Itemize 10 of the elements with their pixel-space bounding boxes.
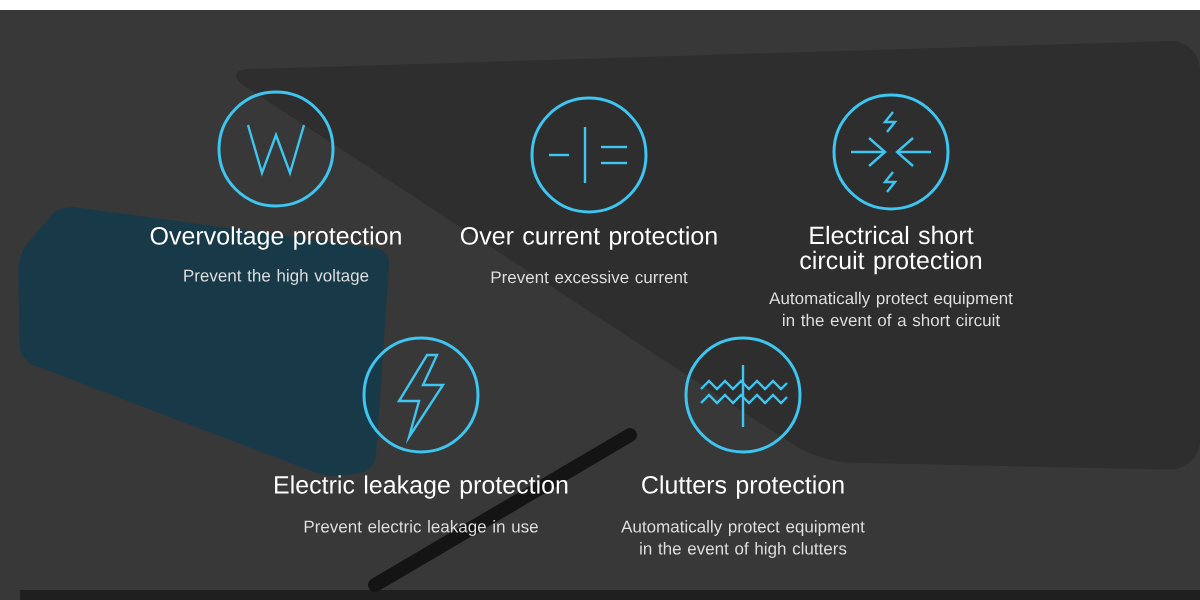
feature-description: Prevent electric leakage in use: [304, 520, 538, 536]
feature-title: Clutters protection: [642, 475, 844, 499]
feature-description: Prevent excessive current: [491, 270, 688, 284]
feature-description: Automatically protect equipment in the event of high clutters: [621, 520, 865, 558]
feature-description: Prevent the high voltage: [184, 269, 369, 285]
feature-title: Overvoltage protection: [150, 226, 401, 250]
feature-title: Electrical short circuit protection: [800, 225, 982, 275]
feature-title: Electric leakage protection: [275, 475, 568, 499]
feature-description: Automatically protect equipment in the event of a short circuit: [769, 291, 1013, 327]
feature-title: Over current protection: [460, 226, 717, 250]
